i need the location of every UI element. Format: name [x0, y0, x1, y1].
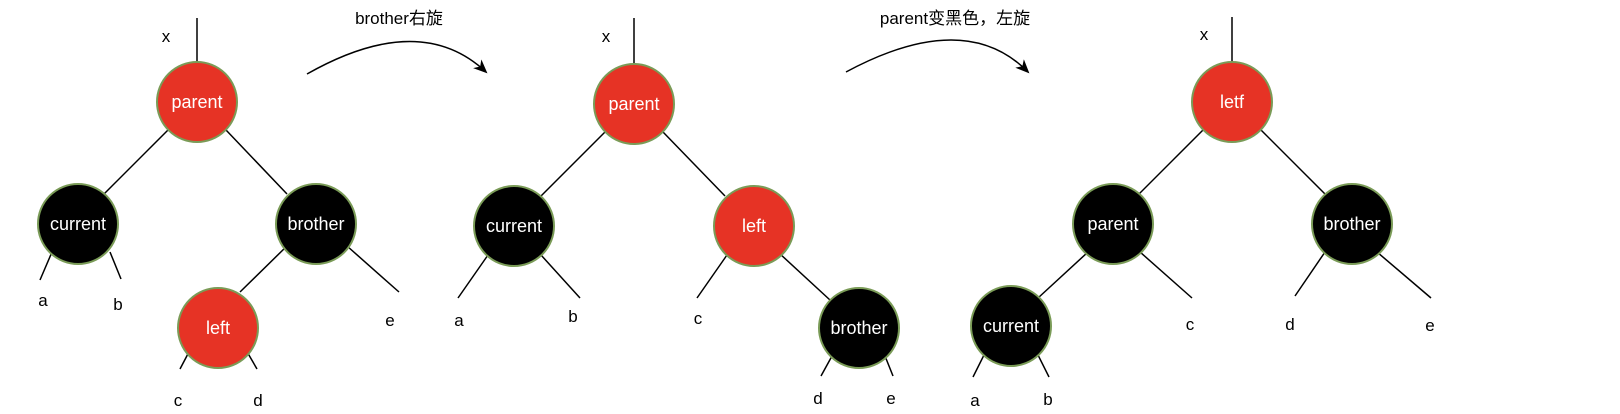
- node-left: left: [713, 185, 795, 267]
- curved-arrow-icon: [845, 39, 1030, 74]
- node-circle: [1311, 183, 1393, 265]
- node-label: current: [486, 216, 542, 236]
- edge-brother-d: [820, 355, 833, 377]
- node-current: current: [37, 183, 119, 265]
- curved-arrow-icon: [306, 40, 488, 75]
- edge-current-b: [540, 254, 581, 299]
- tree-1: x parent current brother left a b c d e: [37, 18, 400, 410]
- edge-current-a: [39, 251, 53, 281]
- node-left: left: [177, 287, 259, 369]
- step-2: parent变黑色，左旋: [845, 9, 1030, 74]
- edge-current-b: [1037, 354, 1050, 378]
- node-circle: [970, 285, 1052, 367]
- root-label-x: x: [602, 27, 611, 46]
- leaf-b: b: [568, 307, 577, 326]
- node-label: parent: [608, 94, 659, 114]
- node-parent: parent: [156, 61, 238, 143]
- leaf-a: a: [970, 391, 980, 410]
- edge-left-c: [696, 254, 728, 299]
- edge-parent-c: [1139, 251, 1193, 299]
- leaf-b: b: [1043, 390, 1052, 409]
- leaf-d: d: [253, 391, 262, 410]
- node-current: current: [970, 285, 1052, 367]
- node-label: left: [742, 216, 766, 236]
- leaf-c: c: [694, 309, 703, 328]
- tree-2: x parent current left brother a b c d e: [454, 18, 900, 408]
- edge-letf-brother: [1260, 129, 1326, 195]
- node-circle: [37, 183, 119, 265]
- node-label: current: [50, 214, 106, 234]
- edge-current-b: [109, 251, 122, 280]
- node-label: parent: [1087, 214, 1138, 234]
- edge-left-brother: [778, 252, 831, 301]
- node-current: current: [473, 185, 555, 267]
- leaf-d: d: [813, 389, 822, 408]
- node-parent: parent: [1072, 183, 1154, 265]
- step-1-label: brother右旋: [355, 9, 443, 28]
- root-label-x: x: [162, 27, 171, 46]
- node-label: left: [206, 318, 230, 338]
- node-label: current: [983, 316, 1039, 336]
- node-parent: parent: [593, 63, 675, 145]
- node-circle: [156, 61, 238, 143]
- root-label-x: x: [1200, 25, 1209, 44]
- edge-letf-parent: [1138, 129, 1204, 195]
- leaf-b: b: [113, 295, 122, 314]
- edge-current-a: [457, 254, 489, 299]
- node-circle: [1072, 183, 1154, 265]
- leaf-c: c: [1186, 315, 1195, 334]
- edge-brother-e: [346, 245, 400, 293]
- node-letf: letf: [1191, 61, 1273, 143]
- node-brother: brother: [818, 287, 900, 369]
- node-label: letf: [1220, 92, 1245, 112]
- leaf-a: a: [454, 311, 464, 330]
- node-circle: [275, 183, 357, 265]
- node-label: brother: [830, 318, 887, 338]
- edge-current-a: [972, 354, 985, 378]
- node-circle: [177, 287, 259, 369]
- leaf-e: e: [1425, 316, 1434, 335]
- node-circle: [818, 287, 900, 369]
- edge-parent-current: [1037, 251, 1089, 299]
- edge-parent-left: [662, 131, 726, 197]
- leaf-e: e: [886, 389, 895, 408]
- edge-parent-current: [540, 131, 606, 197]
- step-1: brother右旋: [306, 9, 488, 75]
- leaf-e: e: [385, 311, 394, 330]
- edge-parent-brother: [225, 129, 288, 195]
- node-label: parent: [171, 92, 222, 112]
- node-brother: brother: [275, 183, 357, 265]
- edge-brother-d: [1294, 251, 1326, 297]
- step-2-label: parent变黑色，左旋: [880, 9, 1030, 28]
- edge-brother-e: [1376, 251, 1432, 299]
- leaf-a: a: [38, 291, 48, 310]
- node-circle: [1191, 61, 1273, 143]
- node-brother: brother: [1311, 183, 1393, 265]
- node-label: brother: [287, 214, 344, 234]
- node-label: brother: [1323, 214, 1380, 234]
- node-circle: [473, 185, 555, 267]
- edge-parent-current: [103, 129, 169, 195]
- leaf-c: c: [174, 391, 183, 410]
- node-circle: [593, 63, 675, 145]
- edge-brother-e: [884, 355, 894, 377]
- node-circle: [713, 185, 795, 267]
- edge-brother-left: [239, 243, 290, 293]
- leaf-d: d: [1285, 315, 1294, 334]
- tree-3: x letf parent brother current a b c d e: [970, 17, 1435, 410]
